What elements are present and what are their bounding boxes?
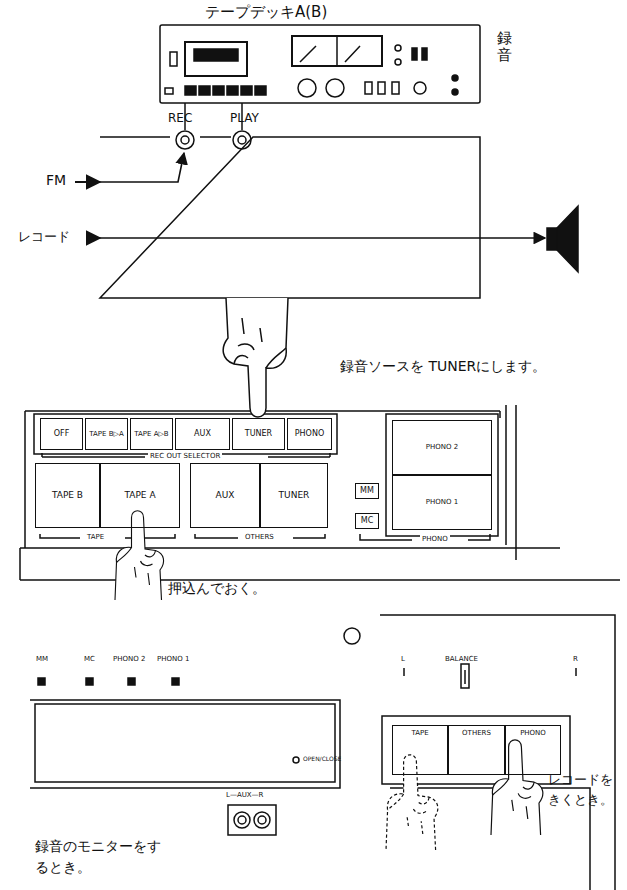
label: 押込んでおく。 [168,580,266,597]
button-label: TAPE [411,729,428,737]
panel-button: TAPE B▷A [85,418,128,450]
label: TAPE [85,533,106,541]
panel-button: MM [355,483,379,499]
button-label: OTHERS [462,729,491,737]
label: PHONO 2 [113,655,145,663]
panel-button: PHONO [505,725,561,775]
panel-button: TUNER [260,463,328,528]
label: R [573,655,578,663]
signal-flow [75,103,578,298]
label: PHONO 1 [157,655,189,663]
button-label: PHONO [295,429,324,438]
button-label: PHONO 1 [426,498,458,506]
panel-button: PHONO 2 [392,420,492,475]
button-label: PHONO 2 [426,443,458,451]
front-panel-lower [30,615,615,890]
label: OPEN/CLOSE [303,755,341,762]
button-label: AUX [194,429,211,438]
label: REC OUT SELECTOR [148,452,222,460]
label: レコード [18,229,70,245]
panel-button: TUNER [232,418,285,450]
button-label: PHONO [520,729,546,737]
label: レコードをきくとき。 [548,770,622,809]
hand [223,298,288,417]
label: 録音 [497,30,512,63]
label: BALANCE [445,655,478,663]
button-label: TUNER [279,490,310,500]
label: 録音のモニターをするとき。 [35,836,163,878]
button-label: TAPE A [124,490,155,500]
label: OTHERS [243,533,276,541]
panel-button: AUX [175,418,230,450]
button-label: TUNER [245,429,272,438]
button-label: AUX [216,490,235,500]
label: テープデッキA(B) [205,3,327,21]
panel-button: TAPE A [100,463,180,528]
panel-button: MC [355,513,379,529]
panel-button: TAPE A▷B [130,418,173,450]
label: MM [36,655,48,663]
label: MC [84,655,95,663]
tape-deck [160,25,480,103]
label: FM [46,172,66,189]
panel-button: TAPE B [35,463,100,528]
front-panel-upper [20,405,620,580]
button-label: MC [361,516,374,525]
label: L [401,655,405,663]
panel-button: PHONO [287,418,332,450]
label: 録音ソースを TUNERにします。 [340,358,546,375]
panel-button: TAPE [392,725,448,775]
button-label: TAPE B [52,490,83,500]
panel-button: AUX [190,463,260,528]
button-label: TAPE A▷B [134,430,168,438]
panel-button: OFF [40,418,83,450]
label: PLAY [230,111,259,125]
label: PHONO [420,535,450,543]
hand [115,511,164,600]
button-label: TAPE B▷A [89,430,123,438]
label: L—AUX—R [226,791,263,799]
panel-button: PHONO 1 [392,475,492,530]
button-label: OFF [54,429,70,438]
label: REC [168,111,192,125]
button-label: MM [360,486,374,495]
panel-button: OTHERS [448,725,505,775]
hand [491,740,543,835]
hand-dashed [386,755,438,850]
